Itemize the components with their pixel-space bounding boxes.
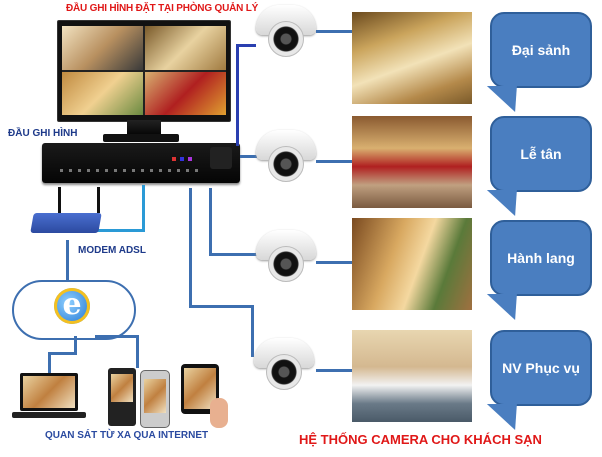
laptop	[20, 373, 78, 411]
wire-dvr-cam4-v2	[251, 305, 254, 357]
wire-cloud-phone-v	[136, 335, 139, 368]
feed-service	[62, 26, 143, 70]
dvr-recorder	[42, 143, 240, 183]
monitor	[57, 20, 231, 122]
camera-lens	[268, 21, 304, 57]
location-label: NV Phục vụ	[502, 360, 580, 376]
wire-cloud-laptop-v2	[48, 352, 51, 374]
wire-dvr-cam4-h	[189, 305, 253, 308]
wire-dvr-cam4-v1	[189, 188, 192, 306]
wire-cloud-laptop-h	[48, 352, 77, 355]
dvr-buttons	[60, 169, 200, 172]
internet-explorer-icon: e	[54, 288, 90, 324]
photo-corridor	[352, 218, 472, 310]
wire-dvr-cam3-h	[209, 253, 257, 256]
wire-dvr-cam1-v	[236, 46, 239, 146]
wire-cam3-photo	[316, 261, 352, 264]
wire-dvr-cam2	[240, 155, 257, 158]
smartphone-1	[108, 368, 136, 426]
smartphone-1-screen	[111, 374, 133, 402]
wire-cam2-photo	[316, 160, 352, 163]
location-bubble-reception: Lễ tân	[490, 116, 592, 192]
wire-dvr-modem-v	[142, 185, 145, 232]
bubble-tail	[486, 86, 536, 112]
laptop-keyboard	[12, 412, 86, 418]
bubble-tail	[486, 404, 536, 430]
location-bubble-service-staff: NV Phục vụ	[490, 330, 592, 406]
monitor-title: ĐẦU GHI HÌNH ĐẶT TẠI PHÒNG QUẢN LÝ	[66, 3, 259, 14]
location-label: Lễ tân	[520, 146, 562, 162]
smartphone-2	[140, 370, 170, 428]
photo-service-staff	[352, 330, 472, 422]
wire-cloud-phone-h	[95, 335, 139, 338]
bubble-tail	[486, 190, 536, 216]
monitor-screen	[62, 26, 226, 115]
camera-lens	[268, 246, 304, 282]
feed-corridor	[62, 71, 143, 115]
hand-holding-tablet	[210, 398, 228, 428]
remote-viewing-label: QUAN SÁT TỪ XA QUA INTERNET	[45, 430, 209, 441]
photo-lobby	[352, 12, 472, 104]
system-title: HỆ THỐNG CAMERA CHO KHÁCH SẠN	[299, 432, 542, 447]
location-label: Đại sảnh	[511, 42, 571, 58]
wire-cam4-photo	[316, 369, 352, 372]
laptop-screen	[23, 376, 75, 408]
wire-dvr-cam3-v	[209, 188, 212, 255]
modem-body	[30, 213, 102, 233]
smartphone-2-screen	[144, 379, 166, 413]
location-bubble-lobby: Đại sảnh	[490, 12, 592, 88]
wire-dvr-cam1-h	[236, 44, 256, 47]
wire-dvr-modem-h	[96, 229, 144, 232]
modem-antenna-right	[97, 187, 100, 213]
wire-cam1-photo	[316, 30, 352, 33]
dvr-label: ĐẦU GHI HÌNH	[8, 128, 78, 139]
dvr-navigation-pad	[210, 147, 232, 169]
modem-device	[30, 185, 105, 235]
wire-cloud-laptop-v	[74, 336, 77, 354]
location-label: Hành lang	[507, 250, 575, 266]
dome-camera-3	[256, 230, 316, 282]
monitor-stand	[127, 120, 161, 138]
dome-camera-4	[254, 338, 314, 390]
dvr-status-leds	[172, 157, 192, 161]
camera-lens	[266, 354, 302, 390]
location-bubble-corridor: Hành lang	[490, 220, 592, 296]
wire-modem-cloud	[66, 240, 69, 280]
photo-reception	[352, 116, 472, 208]
feed-lobby	[145, 26, 226, 70]
camera-lens	[268, 146, 304, 182]
bubble-tail	[486, 294, 536, 320]
dome-camera-2	[256, 130, 316, 182]
modem-antenna-left	[58, 187, 61, 213]
monitor-base	[103, 134, 179, 142]
modem-label: MODEM ADSL	[78, 245, 146, 256]
feed-reception	[145, 71, 226, 115]
dome-camera-1	[256, 5, 316, 57]
